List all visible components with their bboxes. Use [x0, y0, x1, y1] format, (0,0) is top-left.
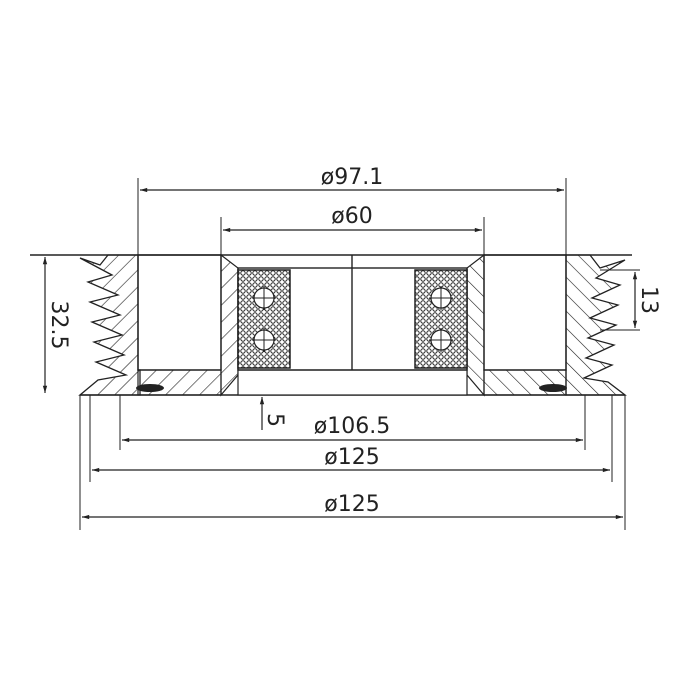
dimension-label: ø125	[324, 492, 379, 517]
dimension-groove: ø125	[89, 395, 613, 482]
pulley-body	[30, 253, 632, 397]
dimension-groove-depth: 13	[600, 269, 661, 331]
dimension-height: 32.5	[42, 257, 71, 393]
dimension-label: ø125	[324, 445, 379, 470]
dimension-offset: 5	[259, 397, 287, 430]
dimension-label: 5	[262, 413, 287, 427]
dimension-label: 13	[636, 286, 661, 314]
dimension-label: ø97.1	[321, 165, 383, 190]
dimension-label: ø60	[331, 204, 372, 229]
dimension-base: ø106.5	[119, 395, 586, 450]
dimension-outer-hub: ø97.1	[137, 165, 567, 255]
dimension-bearing: ø60	[220, 204, 485, 255]
dimension-label: 32.5	[46, 301, 71, 350]
dimension-overall: ø125	[79, 395, 626, 530]
dimension-label: ø106.5	[314, 414, 390, 439]
